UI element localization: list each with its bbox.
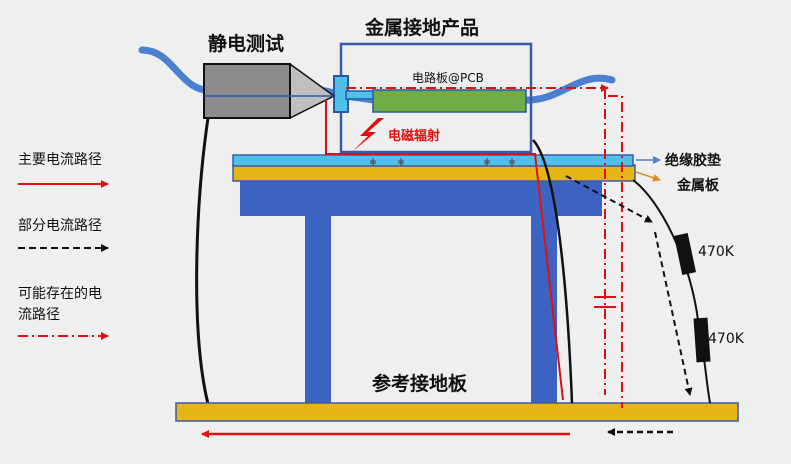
insulation-pad bbox=[232, 154, 634, 167]
pcb-label: 电路板@PCB bbox=[412, 70, 484, 85]
bleed-wire bbox=[632, 179, 711, 404]
lightning-icon bbox=[352, 118, 384, 152]
possible-path-top bbox=[346, 87, 606, 395]
resistor-bottom-label: 470K bbox=[708, 331, 745, 347]
connector-pin bbox=[345, 90, 375, 100]
product-ground-wire bbox=[532, 139, 574, 404]
main-current-path bbox=[325, 100, 564, 401]
legend-main-label: 主要电流路径 bbox=[18, 152, 102, 168]
legend-possible-label-1: 可能存在的电 bbox=[18, 286, 102, 302]
table-leg-left bbox=[305, 214, 331, 404]
insulation-pad-label: 绝缘胶垫 bbox=[665, 152, 721, 169]
resistor-1 bbox=[673, 232, 697, 276]
reference-ground-plate bbox=[175, 402, 739, 422]
table-top bbox=[240, 178, 602, 216]
legend-possible-label-2: 流路径 bbox=[18, 307, 60, 323]
partial-path-diag bbox=[565, 175, 653, 223]
partial-path-down bbox=[654, 231, 693, 396]
esd-gun-tip bbox=[289, 62, 336, 120]
possible-path-right bbox=[608, 95, 623, 408]
esd-test-label: 静电测试 bbox=[208, 32, 284, 55]
esd-gun-body bbox=[203, 63, 291, 119]
metal-plate bbox=[232, 164, 636, 182]
stray-capacitor bbox=[594, 296, 616, 308]
gun-ground-wire bbox=[195, 117, 210, 405]
metal-product-label: 金属接地产品 bbox=[364, 16, 479, 39]
coupling-marks bbox=[370, 158, 515, 166]
resistor-2 bbox=[693, 317, 711, 363]
emi-label: 电磁辐射 bbox=[388, 128, 440, 144]
pcb-board bbox=[372, 89, 527, 113]
resistor-top-label: 470K bbox=[698, 244, 735, 260]
metal-plate-label: 金属板 bbox=[676, 177, 720, 194]
legend-partial-label: 部分电流路径 bbox=[18, 218, 102, 234]
reference-ground-plate-label: 参考接地板 bbox=[372, 372, 468, 395]
